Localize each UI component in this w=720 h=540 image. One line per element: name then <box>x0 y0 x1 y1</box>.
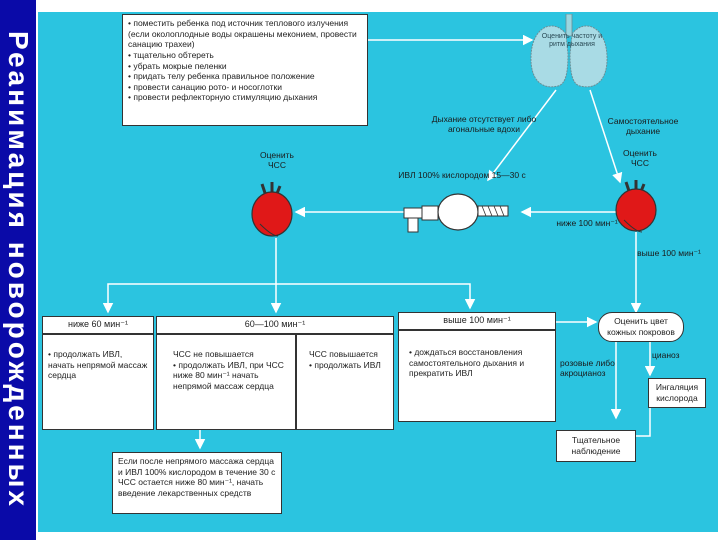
initial-steps-box: поместить ребенка под источник теплового… <box>122 14 368 126</box>
pink-acrocyanosis-label: розовые либо акроцианоз <box>560 358 615 379</box>
col2-left-box: ЧСС не повышается продолжать ИВЛ, при ЧС… <box>156 334 296 430</box>
no-breath-label: Дыхание отсутствует либо агональные вдох… <box>431 114 537 135</box>
col1-box: продолжать ИВЛ, начать непрямой массаж с… <box>42 334 154 430</box>
col3-header: выше 100 мин⁻¹ <box>398 312 556 330</box>
lungs-icon <box>530 14 608 88</box>
col2-right-box: ЧСС повышается продолжать ИВЛ <box>296 334 394 430</box>
spontaneous-breath-label: Самостоятельное дыхание <box>607 116 679 137</box>
col2-right-title: ЧСС повышается <box>309 349 378 359</box>
col2-right-list: продолжать ИВЛ <box>309 360 389 371</box>
col2-left-item: продолжать ИВЛ, при ЧСС ниже 80 мин⁻¹ на… <box>173 360 290 392</box>
assess-hr-left-label: Оценить ЧСС <box>260 150 294 171</box>
heart-left-icon <box>251 182 293 237</box>
col3-list: дождаться восстановления самостоятельног… <box>409 347 550 379</box>
cyanosis-label: цианоз <box>652 350 680 360</box>
assess-hr-right-label: Оценить ЧСС <box>623 148 657 169</box>
arrow-to-col3 <box>276 283 476 310</box>
arrow-lungs-no-breath <box>487 89 557 182</box>
col1-header: ниже 60 мин⁻¹ <box>42 316 154 334</box>
initial-steps-list: поместить ребенка под источник теплового… <box>128 18 362 103</box>
step-item: провести санацию рото- и носоглотки <box>128 82 362 93</box>
col1-item: продолжать ИВЛ, начать непрямой массаж с… <box>48 349 148 381</box>
below-100-label: ниже 100 мин⁻¹ <box>556 218 618 228</box>
ivl-label: ИВЛ 100% кислородом 15—30 с <box>398 170 526 180</box>
col2-right-item: продолжать ИВЛ <box>309 360 389 371</box>
skin-color-box: Оценить цвет кожных покровов <box>598 312 684 342</box>
col2-left-title: ЧСС не повышается <box>173 349 254 359</box>
step-item: убрать мокрые пеленки <box>128 61 362 72</box>
drug-administration-box: Если после непрямого массажа сердца и ИВ… <box>112 452 282 514</box>
col2-left-list: продолжать ИВЛ, при ЧСС ниже 80 мин⁻¹ на… <box>173 360 290 392</box>
col3-item: дождаться восстановления самостоятельног… <box>409 347 550 379</box>
arrow-to-col1 <box>102 238 277 314</box>
above-100-label: выше 100 мин⁻¹ <box>637 248 701 258</box>
ambu-bag-icon <box>403 193 509 233</box>
col3-box: дождаться восстановления самостоятельног… <box>398 330 556 422</box>
step-item: провести рефлекторную стимуляцию дыхания <box>128 92 362 103</box>
col1-list: продолжать ИВЛ, начать непрямой массаж с… <box>48 349 148 381</box>
observation-box: Тщательное наблюдение <box>556 430 636 462</box>
oxygen-inhalation-box: Ингаляция кислорода <box>648 378 706 408</box>
step-item: придать телу ребенка правильное положени… <box>128 71 362 82</box>
step-item: поместить ребенка под источник теплового… <box>128 18 362 50</box>
step-item: тщательно обтереть <box>128 50 362 61</box>
heart-right-icon <box>615 180 657 233</box>
title-strip: Реанимация новорожденных <box>0 0 36 540</box>
col2-header: 60—100 мин⁻¹ <box>156 316 394 334</box>
assess-breathing-label: Оценить частоту и ритм дыхания <box>541 33 603 49</box>
arrow-lungs-spontaneous <box>589 89 623 184</box>
